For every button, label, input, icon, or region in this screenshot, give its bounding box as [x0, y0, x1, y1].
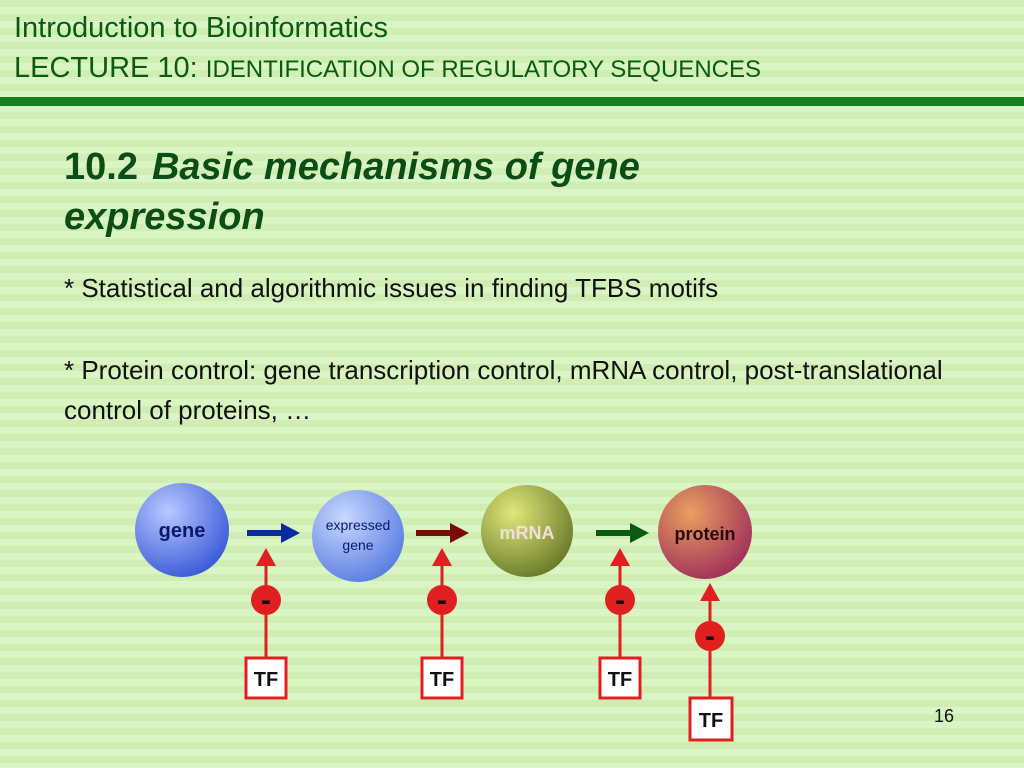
page-number: 16 [934, 706, 955, 726]
arrow-expressed-to-mrna [416, 523, 469, 543]
tf-label: TF [430, 669, 454, 691]
section-number: 10.2 [64, 146, 138, 188]
node-gene: gene [135, 483, 229, 577]
regulator-protein: - TF [688, 583, 734, 742]
arrow-gene-to-expressed [247, 523, 300, 543]
node-protein: protein [658, 485, 752, 579]
regulator-mrna: - TF [598, 548, 642, 700]
bullet-item: * Statistical and algorithmic issues in … [64, 273, 719, 303]
node-expressed-label-1: expressed [326, 517, 391, 533]
node-expressed-gene: expressed gene [312, 490, 404, 582]
section-title-text: Basic mechanisms of gene expression [64, 146, 640, 238]
inhibit-symbol: - [261, 584, 271, 617]
regulator-expressed-gene: - TF [420, 548, 464, 700]
bullet-item: * Protein control: gene transcription co… [64, 355, 943, 425]
tf-label: TF [254, 669, 278, 691]
inhibit-symbol: - [437, 584, 447, 617]
slide-header: Introduction to Bioinformatics LECTURE 1… [0, 0, 1024, 96]
header-divider [0, 97, 1024, 106]
node-protein-label: protein [675, 524, 736, 544]
node-mrna: mRNA [481, 485, 573, 577]
arrow-mrna-to-protein [596, 523, 649, 543]
node-expressed-label-2: gene [342, 537, 373, 553]
tf-label: TF [699, 710, 723, 732]
inhibit-symbol: - [615, 584, 625, 617]
course-title: Introduction to Bioinformatics [14, 12, 388, 44]
tf-label: TF [608, 669, 632, 691]
inhibit-symbol: - [705, 620, 715, 653]
node-gene-label: gene [159, 520, 206, 542]
lecture-prefix: LECTURE 10: [14, 52, 206, 84]
node-mrna-label: mRNA [499, 523, 554, 543]
lecture-title: LECTURE 10: IDENTIFICATION OF REGULATORY… [14, 52, 761, 85]
regulator-gene: - TF [244, 548, 288, 700]
lecture-topic: IDENTIFICATION OF REGULATORY SEQUENCES [205, 56, 761, 83]
